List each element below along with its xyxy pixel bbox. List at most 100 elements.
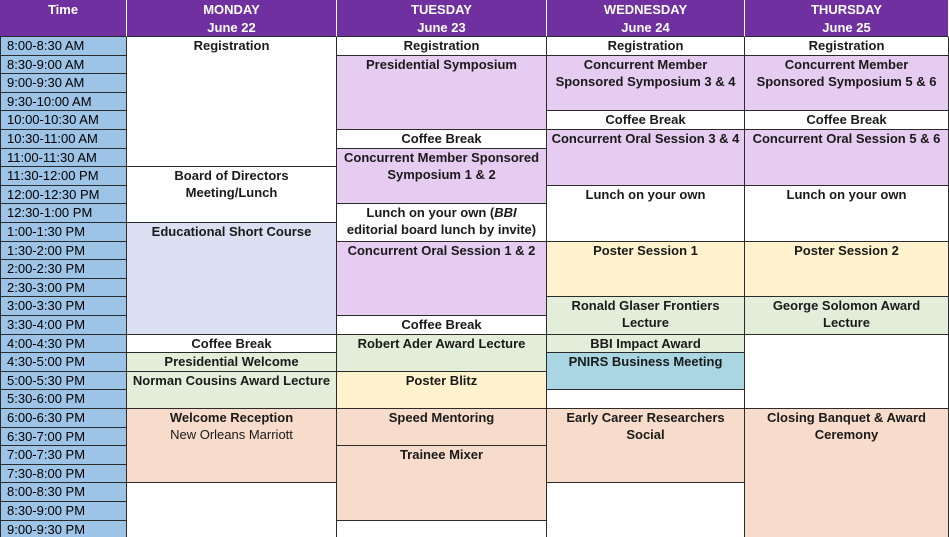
event-title: Closing Banquet & Award [767, 410, 926, 425]
schedule-event: PNIRS Business Meeting [547, 353, 745, 390]
schedule-event: Coffee Break [337, 130, 547, 149]
day-name: THURSDAY [810, 2, 883, 17]
schedule-event: Coffee Break [127, 335, 337, 353]
schedule-event: Lunch on your own [745, 186, 949, 242]
event-title: Ronald Glaser Frontiers [571, 298, 720, 313]
day-name: TUESDAY [411, 2, 472, 17]
day-name: WEDNESDAY [603, 2, 688, 17]
event-title: BBI Impact Award [590, 336, 701, 351]
schedule-event: Poster Session 2 [745, 242, 949, 297]
schedule-event: BBI Impact Award [547, 335, 745, 353]
schedule-event: Robert Ader Award Lecture [337, 335, 547, 372]
day-date: June 24 [621, 20, 670, 35]
schedule-event: Coffee Break [745, 111, 949, 130]
time-slot: 11:00-11:30 AM [0, 149, 127, 167]
empty-slot [337, 521, 547, 537]
event-title: Norman Cousins Award Lecture [132, 373, 331, 388]
event-subtitle: Sponsored Symposium 5 & 6 [756, 74, 937, 89]
schedule-event: Norman Cousins Award Lecture [127, 372, 337, 409]
schedule-event: Concurrent Oral Session 1 & 2 [337, 242, 547, 316]
event-title: Concurrent Member [784, 57, 909, 72]
event-title: Lunch on your own (BBI [340, 204, 543, 221]
event-title: Coffee Break [806, 112, 887, 127]
time-slot: 5:00-5:30 PM [0, 372, 127, 390]
schedule-event: Registration [745, 37, 949, 56]
event-title: Trainee Mixer [399, 447, 484, 462]
event-title-part: Lunch on your own ( [366, 205, 495, 220]
day-date: June 22 [207, 20, 256, 35]
schedule-event: Presidential Welcome [127, 353, 337, 372]
event-title: Concurrent Member Sponsored [343, 150, 540, 165]
time-slot: 12:30-1:00 PM [0, 204, 127, 223]
time-slot: 8:00-8:30 AM [0, 37, 127, 56]
time-slot: 4:00-4:30 PM [0, 335, 127, 353]
event-title: Registration [808, 38, 885, 53]
event-title: Speed Mentoring [388, 410, 495, 425]
time-slot: 3:30-4:00 PM [0, 316, 127, 335]
schedule-event: Coffee Break [547, 111, 745, 130]
event-title: Concurrent Oral Session 3 & 4 [551, 131, 740, 146]
event-title: Educational Short Course [151, 224, 312, 239]
event-subtitle: editorial board lunch by invite) [346, 222, 537, 237]
time-header-label: Time [47, 2, 79, 17]
empty-slot [745, 335, 949, 409]
schedule-event: Registration [337, 37, 547, 56]
time-slot: 10:30-11:00 AM [0, 130, 127, 149]
event-title: Coffee Break [605, 112, 686, 127]
event-subtitle: Symposium 1 & 2 [387, 167, 496, 182]
event-title: Early Career Researchers [566, 410, 725, 425]
day-header-wednesday: WEDNESDAY June 24 [547, 0, 745, 37]
time-slot: 6:30-7:00 PM [0, 428, 127, 446]
event-title: Presidential Symposium [366, 57, 517, 72]
day-date: June 23 [417, 20, 466, 35]
time-slot: 10:00-10:30 AM [0, 111, 127, 130]
time-slot: 7:00-7:30 PM [0, 446, 127, 465]
time-column-header: Time [0, 0, 127, 37]
time-slot: 9:00-9:30 AM [0, 74, 127, 93]
time-slot: 9:30-10:00 AM [0, 93, 127, 111]
time-slot: 8:00-8:30 PM [0, 483, 127, 502]
empty-slot [547, 483, 745, 537]
event-subtitle: Meeting/Lunch [185, 185, 278, 200]
event-title: Poster Session 1 [593, 243, 698, 258]
time-slot: 8:30-9:00 PM [0, 502, 127, 521]
time-slot: 9:00-9:30 PM [0, 521, 127, 537]
time-slot: 1:30-2:00 PM [0, 242, 127, 260]
event-title: PNIRS Business Meeting [568, 354, 723, 369]
event-title: Coffee Break [191, 336, 272, 351]
day-date: June 25 [822, 20, 871, 35]
event-title: Welcome Reception [169, 410, 294, 425]
schedule-event: Concurrent Oral Session 3 & 4 [547, 130, 745, 186]
schedule-event: Poster Session 1 [547, 242, 745, 297]
schedule-event: Coffee Break [337, 316, 547, 335]
day-name: MONDAY [203, 2, 260, 17]
schedule-event: Speed Mentoring [337, 409, 547, 446]
time-slot: 3:00-3:30 PM [0, 297, 127, 316]
event-subtitle: Sponsored Symposium 3 & 4 [555, 74, 736, 89]
event-subtitle: Lecture [622, 315, 669, 330]
time-slot: 5:30-6:00 PM [0, 390, 127, 409]
time-slot: 4:30-5:00 PM [0, 353, 127, 372]
event-title: Lunch on your own [585, 187, 706, 202]
event-title: Registration [607, 38, 684, 53]
schedule-event: Registration [547, 37, 745, 56]
event-title: Lunch on your own [786, 187, 907, 202]
event-title: Coffee Break [401, 317, 482, 332]
schedule-event: Poster Blitz [337, 372, 547, 409]
time-slot: 12:00-12:30 PM [0, 186, 127, 204]
schedule-event: Trainee Mixer [337, 446, 547, 521]
schedule-event: Concurrent Oral Session 5 & 6 [745, 130, 949, 186]
event-title: Registration [193, 38, 270, 53]
schedule-event: Presidential Symposium [337, 56, 547, 130]
time-slot: 7:30-8:00 PM [0, 465, 127, 483]
time-slot: 8:30-9:00 AM [0, 56, 127, 74]
time-slot: 6:00-6:30 PM [0, 409, 127, 428]
